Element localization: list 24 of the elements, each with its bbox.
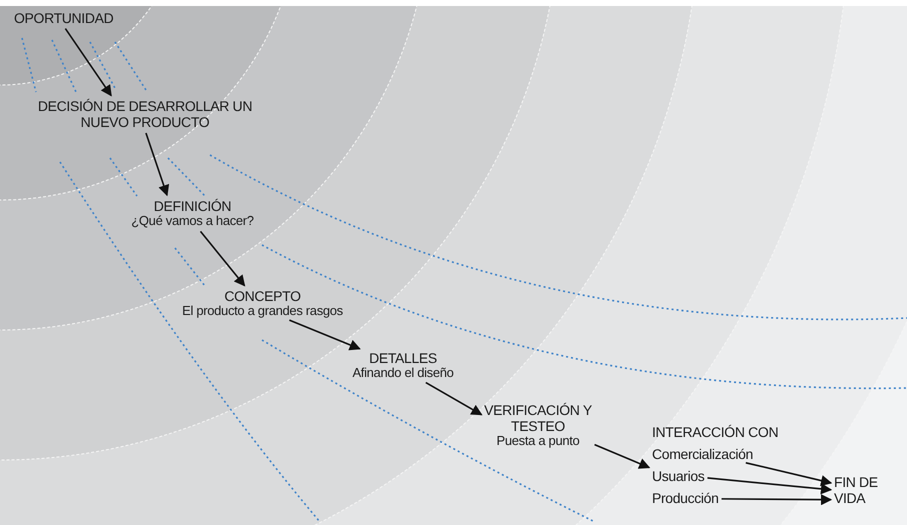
stage-title: INTERACCIÓN CON xyxy=(652,424,780,440)
stage-title: Producción xyxy=(652,490,720,506)
arrow xyxy=(200,230,246,287)
stage-title: DECISIÓN DE DESARROLLAR UN NUEVO PRODUCTO xyxy=(36,98,254,130)
stage-title: DETALLES xyxy=(368,350,438,366)
arrow xyxy=(722,494,832,506)
stage-title: Comercialización xyxy=(652,446,754,462)
arrow xyxy=(64,28,112,96)
arrow xyxy=(145,132,170,196)
arrow xyxy=(289,319,361,350)
stage-title: OPORTUNIDAD xyxy=(14,10,114,26)
stage-title: CONCEPTO xyxy=(223,288,302,304)
arrow xyxy=(746,462,832,486)
arrow xyxy=(594,444,650,469)
arrow xyxy=(425,382,483,416)
stage-title: VERIFICACIÓN Y TESTEO xyxy=(483,402,593,434)
stage-title: DEFINICIÓN xyxy=(152,198,232,214)
stage-description: Afinando el diseño xyxy=(351,366,455,382)
stage-title: FIN DE VIDA xyxy=(834,474,879,506)
stage-description: ¿Qué vamos a hacer? xyxy=(130,214,255,230)
arrow xyxy=(707,477,832,494)
stage-description: Puesta a punto xyxy=(496,434,580,450)
stage-description: El producto a grandes rasgos xyxy=(181,304,344,320)
stage-title: Usuarios xyxy=(652,468,706,484)
